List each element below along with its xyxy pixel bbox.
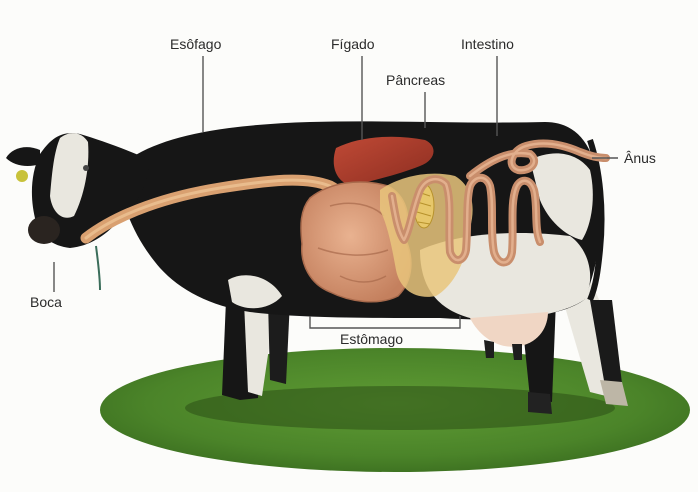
label-pancreas: Pâncreas: [386, 72, 445, 88]
label-intestino: Intestino: [461, 36, 514, 52]
label-esofago: Esôfago: [170, 36, 221, 52]
label-estomago: Estômago: [340, 331, 403, 347]
label-anus: Ânus: [624, 150, 656, 166]
label-boca: Boca: [30, 294, 62, 310]
label-figado: Fígado: [331, 36, 375, 52]
